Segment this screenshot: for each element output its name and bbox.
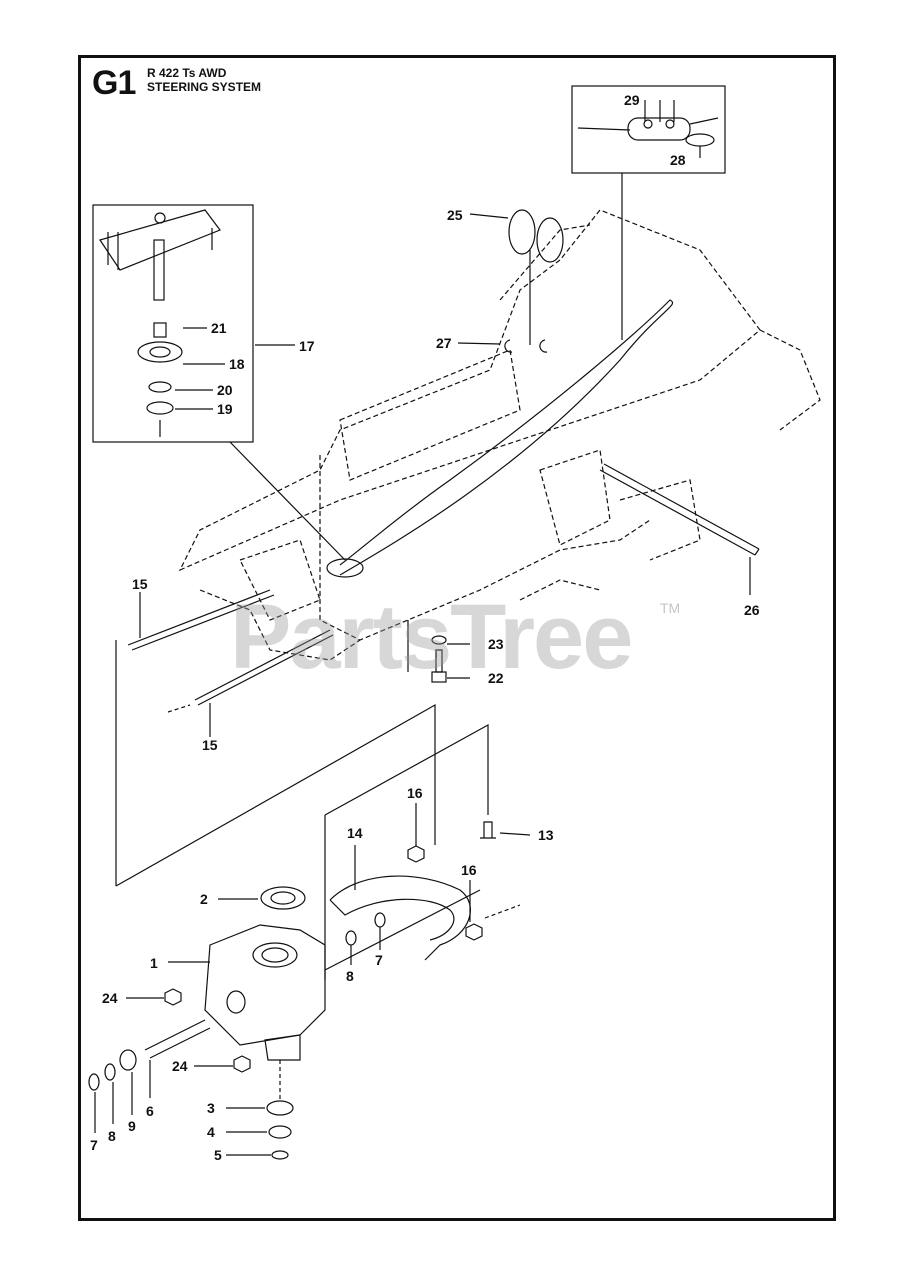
clip-27a — [504, 339, 513, 353]
steering-cable — [339, 299, 674, 576]
label-16a: 16 — [407, 785, 423, 801]
mower-frame — [178, 209, 821, 661]
washer-7-lower — [88, 1073, 100, 1091]
label-8b: 8 — [346, 968, 354, 984]
pulley-bracket-assembly — [99, 209, 221, 437]
shaft-26 — [599, 463, 760, 556]
inset-box-28-29 — [571, 85, 726, 174]
label-19: 19 — [217, 401, 233, 417]
tie-rod-lower — [194, 629, 334, 706]
circlip-5 — [271, 1150, 289, 1160]
label-6: 6 — [146, 1103, 154, 1119]
inset-box-17 — [92, 204, 254, 443]
label-24b: 24 — [172, 1058, 188, 1074]
model-name: R 422 Ts AWD — [147, 66, 227, 80]
label-4: 4 — [207, 1124, 215, 1140]
label-1: 1 — [150, 955, 158, 971]
center-pulley — [326, 558, 364, 578]
label-21: 21 — [211, 320, 227, 336]
nut-16a — [407, 845, 425, 863]
label-29: 29 — [624, 92, 640, 108]
label-18: 18 — [229, 356, 245, 372]
label-27: 27 — [436, 335, 452, 351]
label-13: 13 — [538, 827, 554, 843]
clip-27b — [539, 339, 548, 353]
tie-rod-upper — [127, 589, 275, 651]
label-15b: 15 — [202, 737, 218, 753]
label-3: 3 — [207, 1100, 215, 1116]
label-14: 14 — [347, 825, 363, 841]
label-23: 23 — [488, 636, 504, 652]
washer-23 — [431, 635, 447, 645]
bolt-22 — [435, 649, 443, 673]
pulley-25b — [536, 217, 564, 263]
label-9: 9 — [128, 1118, 136, 1134]
bushing-9 — [119, 1049, 137, 1071]
nut-16b — [465, 923, 483, 941]
watermark-trademark: TM — [660, 600, 681, 616]
circlip-4 — [268, 1125, 292, 1139]
label-24a: 24 — [102, 990, 118, 1006]
washer-8-lower — [104, 1063, 116, 1081]
label-17: 17 — [299, 338, 315, 354]
section-code: G1 — [92, 64, 136, 102]
label-26: 26 — [744, 602, 760, 618]
gearbox-housing — [204, 924, 326, 1061]
seal-2 — [260, 886, 306, 910]
label-25: 25 — [447, 207, 463, 223]
nut-24b — [233, 1055, 251, 1073]
washer-7-upper — [374, 912, 386, 928]
label-7a: 7 — [90, 1137, 98, 1153]
label-7b: 7 — [375, 952, 383, 968]
label-8a: 8 — [108, 1128, 116, 1144]
label-2: 2 — [200, 891, 208, 907]
bearing-3 — [266, 1100, 294, 1116]
bolt-13 — [480, 821, 496, 839]
diagram-frame — [78, 55, 836, 1221]
part-labels: 1 2 3 4 5 6 7 7 8 8 9 13 14 15 15 16 16 … — [90, 92, 760, 1163]
steering-strap-14 — [329, 875, 471, 961]
washer-8-upper — [345, 930, 357, 946]
pulley-25a — [508, 209, 536, 255]
nut-24a — [164, 988, 182, 1006]
label-28: 28 — [670, 152, 686, 168]
label-20: 20 — [217, 382, 233, 398]
label-15a: 15 — [132, 576, 148, 592]
leader-inset-17 — [229, 441, 346, 561]
shaft-6 — [144, 1019, 211, 1059]
label-16b: 16 — [461, 862, 477, 878]
label-22: 22 — [488, 670, 504, 686]
cable-clamp — [577, 117, 719, 147]
system-title: STEERING SYSTEM — [147, 80, 262, 94]
label-5: 5 — [214, 1147, 222, 1163]
